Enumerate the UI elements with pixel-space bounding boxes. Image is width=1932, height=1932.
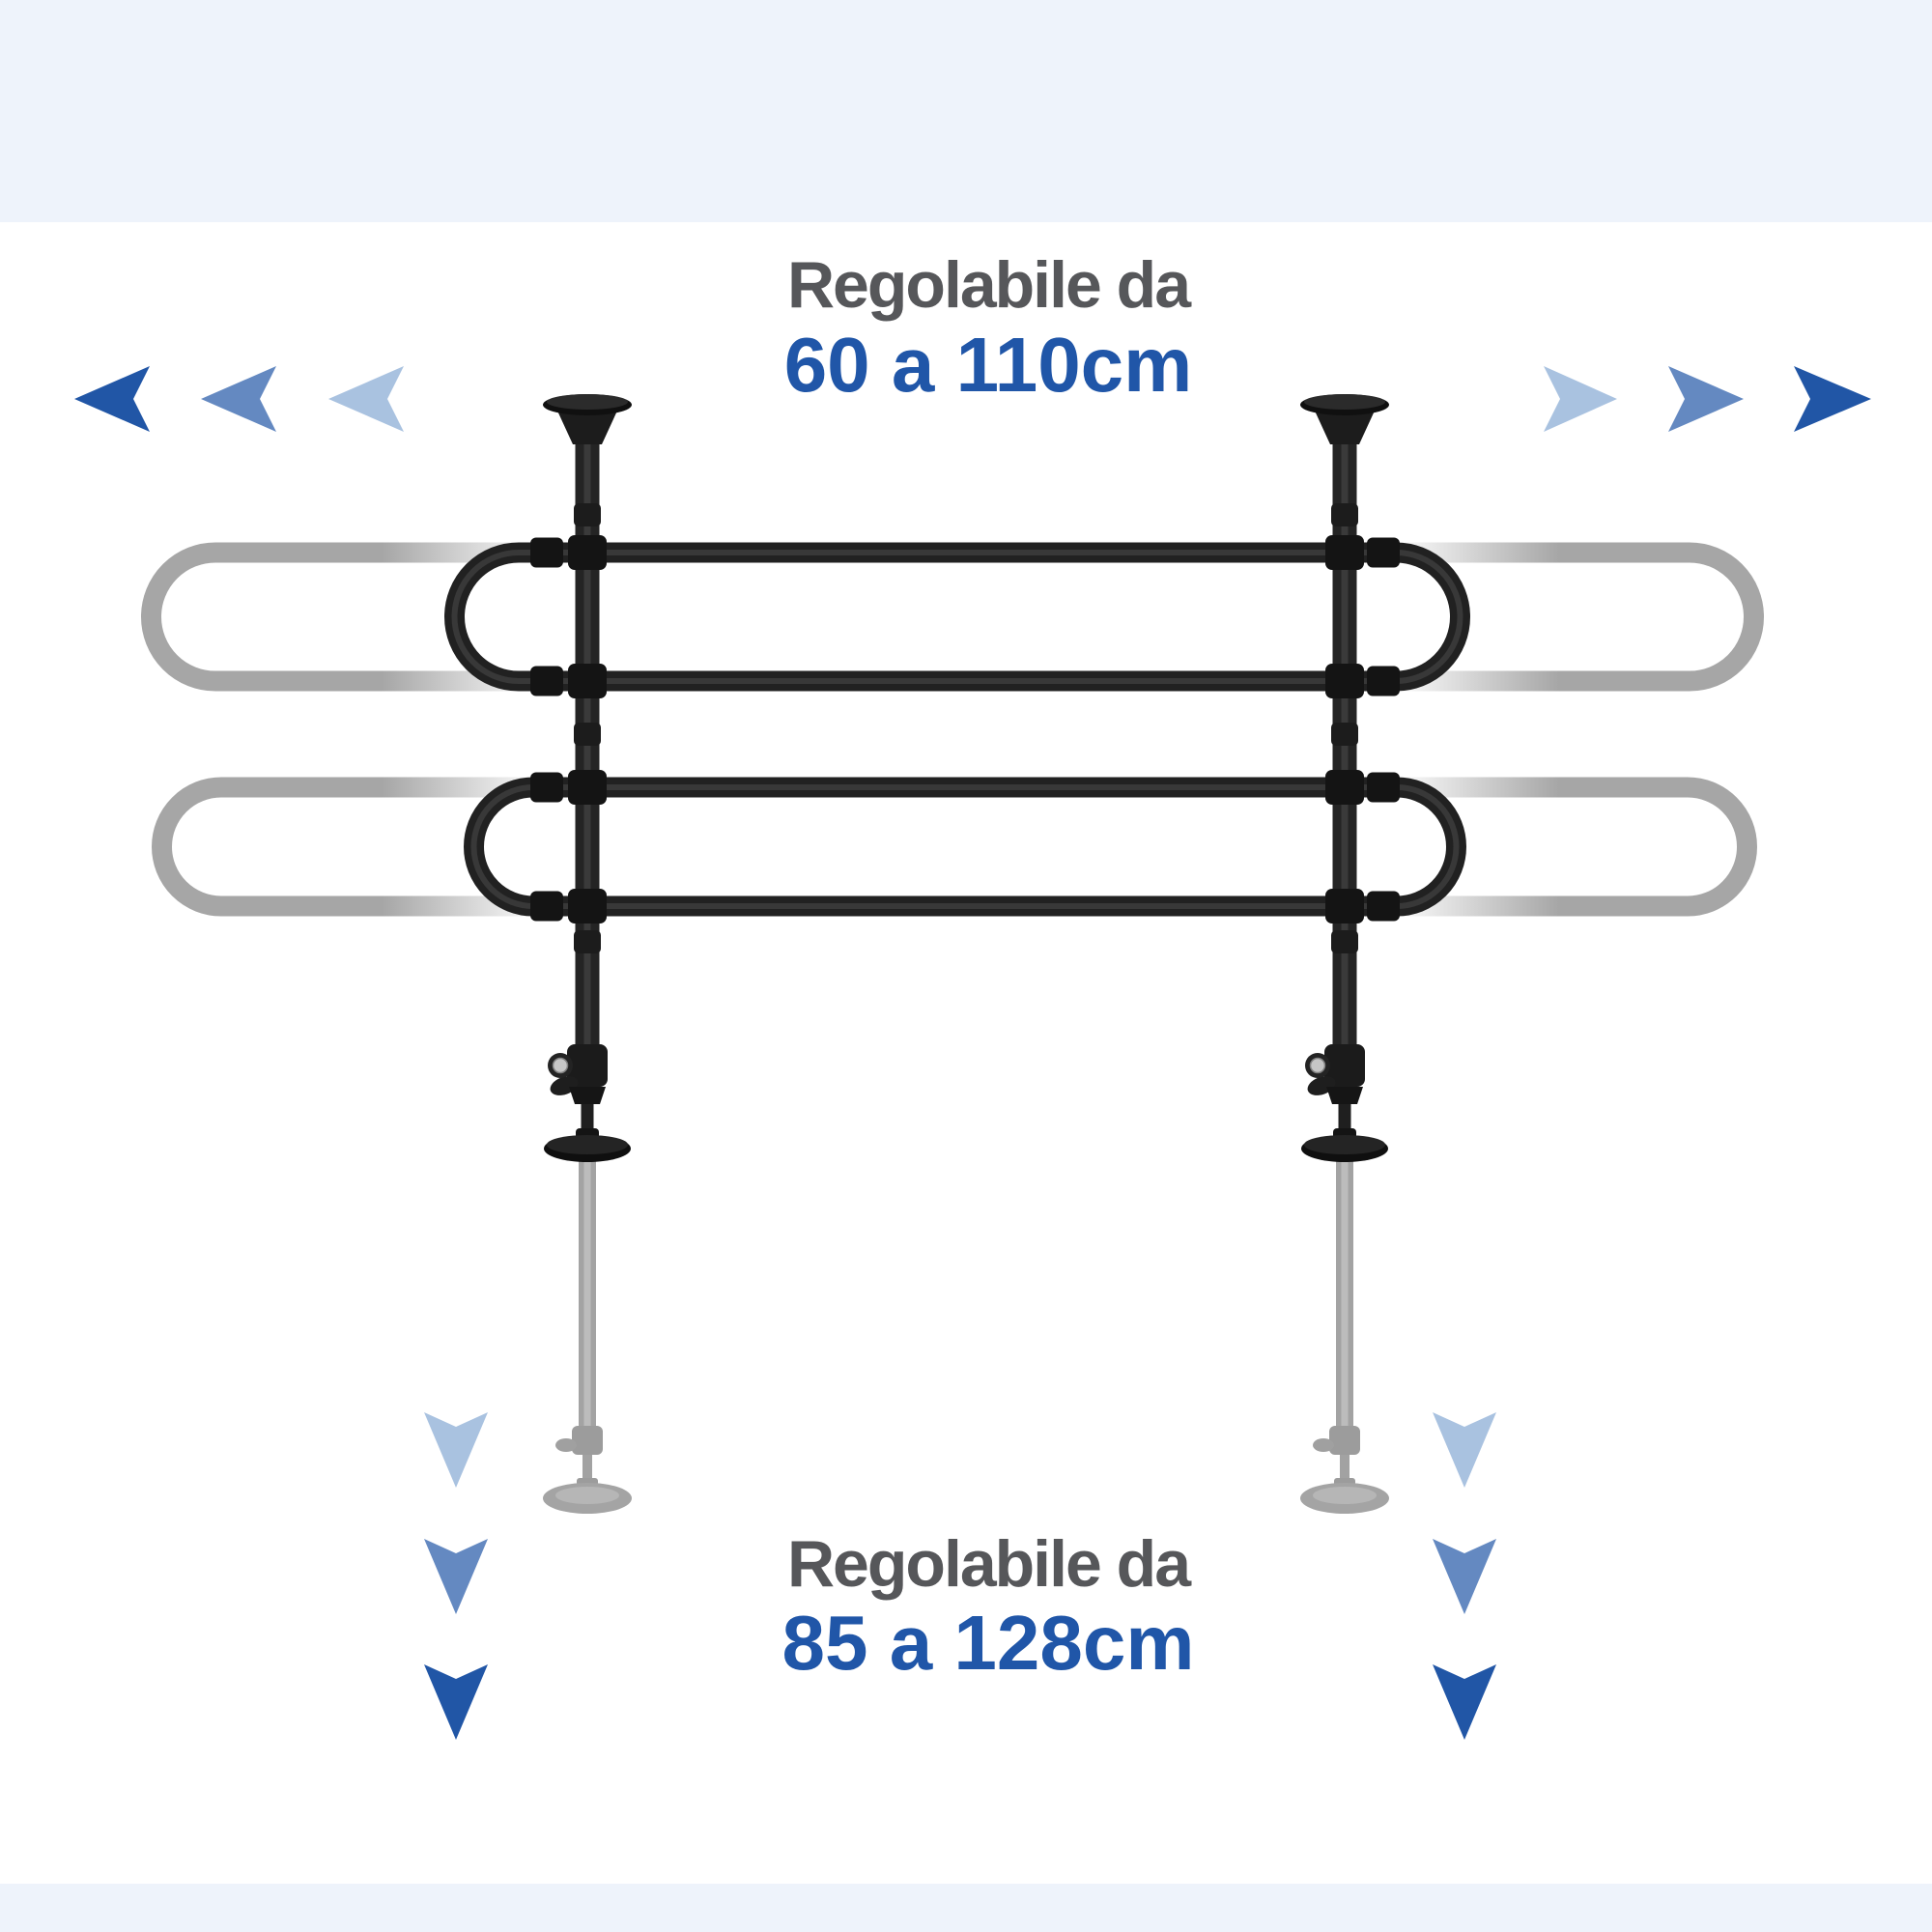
arrow-right-light-icon bbox=[1544, 366, 1617, 432]
extend-down-arrows-right bbox=[1433, 1412, 1496, 1740]
bottom-band bbox=[0, 1884, 1932, 1932]
top-caption-label: Regolabile da bbox=[787, 248, 1192, 322]
bottom-caption: Regolabile da 85 a 128cm bbox=[781, 1527, 1194, 1686]
arrow-down-dark-icon bbox=[424, 1664, 488, 1740]
extend-right-arrows bbox=[1544, 366, 1871, 432]
arrow-left-dark-icon bbox=[74, 366, 150, 432]
arrow-down-mid-icon bbox=[1433, 1539, 1496, 1614]
ghost-loop-bottom-left bbox=[152, 777, 541, 917]
ghost-extended-tubes bbox=[141, 542, 1764, 917]
ghost-loop-bottom-right bbox=[1391, 777, 1757, 917]
bottom-caption-range: 85 a 128cm bbox=[781, 1600, 1194, 1686]
top-caption: Regolabile da 60 a 110cm bbox=[784, 248, 1195, 408]
arrow-down-light-icon bbox=[1433, 1412, 1496, 1488]
extend-down-arrows-left bbox=[424, 1412, 488, 1740]
top-caption-range: 60 a 110cm bbox=[784, 322, 1193, 408]
arrow-down-mid-icon bbox=[424, 1539, 488, 1614]
arrow-down-dark-icon bbox=[1433, 1664, 1496, 1740]
arrow-left-mid-icon bbox=[201, 366, 276, 432]
ghost-loop-top-right bbox=[1391, 542, 1764, 692]
top-band bbox=[0, 0, 1932, 222]
arrow-right-dark-icon bbox=[1794, 366, 1871, 432]
ghost-loop-top-left bbox=[141, 542, 541, 692]
bottom-caption-label: Regolabile da bbox=[787, 1527, 1192, 1601]
arrow-down-light-icon bbox=[424, 1412, 488, 1488]
arrow-left-light-icon bbox=[328, 366, 404, 432]
arrow-right-mid-icon bbox=[1668, 366, 1744, 432]
extend-left-arrows bbox=[74, 366, 404, 432]
